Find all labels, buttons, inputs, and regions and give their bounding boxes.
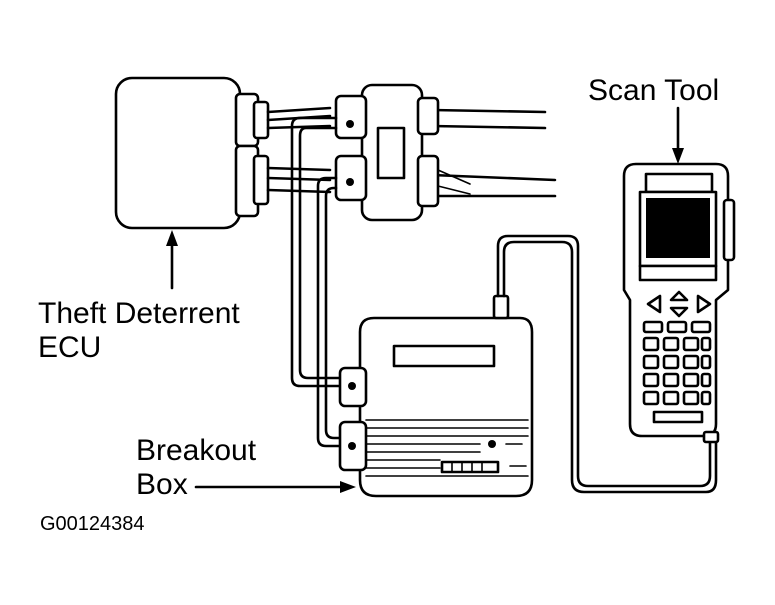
scan-tool-label: Scan Tool: [588, 74, 720, 107]
scan-tool: [622, 162, 736, 444]
breakout-leads: [290, 116, 344, 448]
callout-arrows: [166, 106, 684, 493]
ecu-label-line2: ECU: [38, 331, 102, 364]
vehicle-harness-wires: [430, 108, 557, 198]
ecu-label-line1: Theft Deterrent: [38, 297, 240, 330]
figure-id: G00124384: [40, 513, 145, 535]
scan-tool-keypad: [642, 320, 712, 406]
breakout-box: [338, 294, 534, 498]
breakout-label-line1: Breakout: [136, 434, 257, 467]
scan-tool-cable: [496, 234, 718, 494]
theft-deterrent-ecu: [114, 76, 270, 230]
harness-splitter-connector: [334, 83, 471, 222]
breakout-label-line2: Box: [136, 468, 188, 501]
